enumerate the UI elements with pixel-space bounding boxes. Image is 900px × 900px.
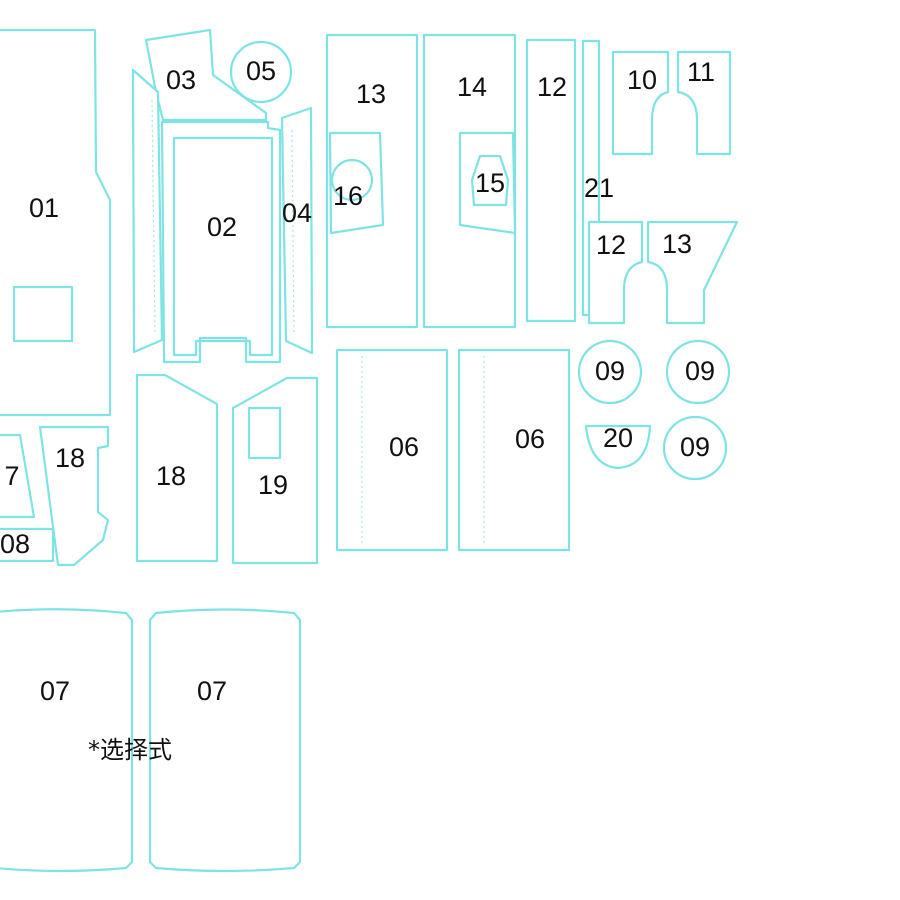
label-18-mid: 18 — [156, 461, 186, 491]
label-12-top: 12 — [537, 72, 567, 102]
label-13-top: 13 — [356, 79, 386, 109]
label-14: 14 — [457, 72, 487, 102]
label-04: 04 — [282, 198, 312, 228]
label-09-a: 09 — [595, 356, 625, 386]
label-20: 20 — [603, 423, 633, 453]
label-06-a: 06 — [389, 432, 419, 462]
label-08: 08 — [0, 529, 30, 559]
label-01: 01 — [29, 193, 59, 223]
label-02: 02 — [207, 212, 237, 242]
piece-09-b-outline — [665, 339, 731, 405]
piece-18-mid-outline — [135, 373, 219, 563]
piece-12-lower-outline — [587, 220, 644, 325]
piece-06-b-outline — [457, 348, 571, 552]
piece-10-outline — [611, 50, 670, 156]
label-07-b: 07 — [197, 676, 227, 706]
label-05: 05 — [246, 56, 276, 86]
label-06-b: 06 — [515, 424, 545, 454]
piece-08-outline — [0, 527, 55, 563]
piece-07-a-outline — [0, 608, 134, 873]
piece-20-outline — [584, 424, 652, 470]
piece-01-cutout — [12, 285, 74, 343]
label-07-small: 7 — [4, 461, 19, 491]
label-19: 19 — [258, 470, 288, 500]
label-13-lower: 13 — [662, 229, 692, 259]
piece-15-hole — [470, 154, 510, 207]
label-09-c: 09 — [680, 432, 710, 462]
label-21: 21 — [584, 173, 614, 203]
selectable-note: *选择式 — [88, 736, 172, 764]
piece-04-outline — [280, 106, 314, 355]
piece-04-seam — [291, 129, 295, 336]
label-07-a: 07 — [40, 676, 70, 706]
piece-12-top-outline — [525, 38, 577, 323]
label-10: 10 — [627, 65, 657, 95]
piece-left-strip-outline — [131, 68, 164, 354]
piece-05-outline — [229, 40, 293, 104]
piece-16-hole — [330, 158, 374, 202]
label-15: 15 — [475, 168, 505, 198]
piece-07-small-outline — [0, 433, 36, 519]
label-18-left: 18 — [55, 443, 85, 473]
piece-09-a-outline — [577, 339, 643, 405]
piece-11-outline — [676, 50, 732, 156]
piece-06-a-outline — [335, 348, 449, 552]
piece-07-b-outline — [148, 608, 302, 873]
piece-02-outline — [160, 120, 282, 364]
piece-18-left-outline — [38, 425, 110, 567]
piece-09-c-outline — [662, 415, 728, 481]
piece-left-strip-seam — [151, 99, 156, 336]
piece-02-inner — [172, 136, 274, 357]
label-09-b: 09 — [685, 356, 715, 386]
label-03: 03 — [166, 65, 196, 95]
piece-13-lower-outline — [646, 220, 739, 325]
label-16: 16 — [333, 181, 363, 211]
label-12-lower: 12 — [596, 230, 626, 260]
label-11: 11 — [687, 57, 715, 87]
piece-19-cutout — [247, 406, 282, 460]
